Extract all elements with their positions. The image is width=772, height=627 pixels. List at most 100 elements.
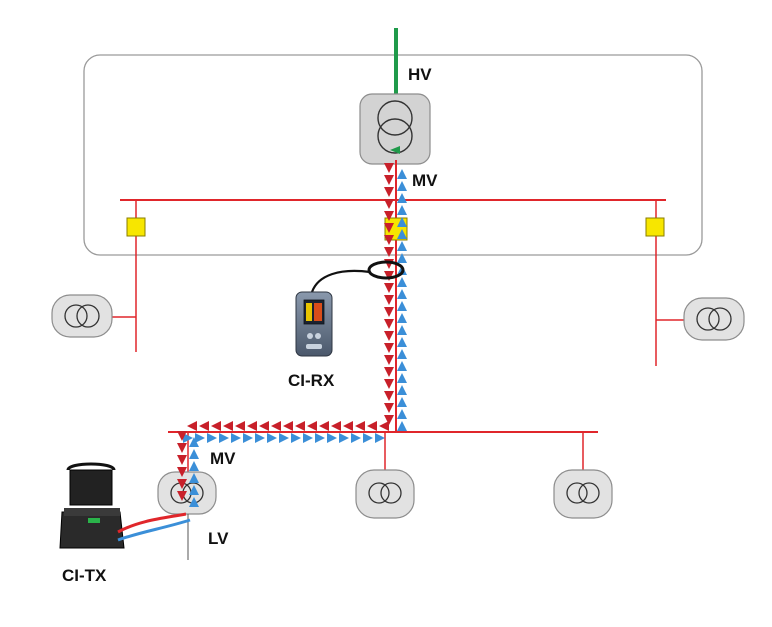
blue-arrow-mark — [363, 433, 373, 443]
blue-arrow-mark — [397, 289, 407, 299]
red-arrow-mark — [187, 421, 197, 431]
main-transformer — [359, 93, 431, 165]
red-arrow-mark — [384, 379, 394, 389]
red-arrow-mark — [384, 319, 394, 329]
ci-tx-transmitter — [59, 462, 125, 549]
red-arrow-mark — [384, 295, 394, 305]
red-arrow-mark — [384, 391, 394, 401]
red-arrow-mark — [384, 355, 394, 365]
red-arrow-mark — [384, 211, 394, 221]
red-arrow-mark — [384, 235, 394, 245]
blue-arrow-mark — [219, 433, 229, 443]
red-arrow-mark — [384, 331, 394, 341]
blue-test-cable — [117, 518, 191, 542]
red-arrow-mark — [384, 175, 394, 185]
blue-arrow-mark — [255, 433, 265, 443]
ci-rx-label: CI-RX — [288, 371, 335, 390]
blue-arrow-mark — [267, 433, 277, 443]
blue-arrow-mark — [195, 433, 205, 443]
switch-left — [126, 217, 146, 237]
blue-arrow-mark — [397, 409, 407, 419]
red-arrow-mark — [355, 421, 365, 431]
red-arrow-mark — [384, 247, 394, 257]
blue-arrow-mark — [397, 229, 407, 239]
transformer-bottom-right — [553, 469, 613, 519]
blue-arrow-mark — [397, 421, 407, 431]
red-arrow-mark — [259, 421, 269, 431]
red-arrow-mark — [384, 367, 394, 377]
blue-arrow-mark — [397, 253, 407, 263]
blue-arrow-mark — [397, 361, 407, 371]
blue-arrow-mark — [183, 433, 193, 443]
red-arrow-mark — [379, 421, 389, 431]
red-arrow-mark — [384, 307, 394, 317]
ci-tx-label: CI-TX — [62, 566, 107, 585]
red-arrow-mark — [384, 403, 394, 413]
blue-arrow-mark — [243, 433, 253, 443]
hv-label: HV — [408, 65, 432, 84]
blue-arrow-mark — [279, 433, 289, 443]
red-arrow-mark — [177, 455, 187, 465]
red-arrow-mark — [199, 421, 209, 431]
transformer-right — [683, 297, 745, 341]
red-arrow-mark — [384, 223, 394, 233]
red-arrow-mark — [177, 479, 187, 489]
blue-arrow-mark — [397, 241, 407, 251]
blue-arrow-mark — [397, 181, 407, 191]
red-arrow-mark — [384, 283, 394, 293]
red-arrow-mark — [211, 421, 221, 431]
blue-arrow-mark — [207, 433, 217, 443]
blue-arrow-mark — [397, 385, 407, 395]
transformer-bottom-middle — [355, 469, 415, 519]
lv-label: LV — [208, 529, 229, 548]
red-arrow-mark — [343, 421, 353, 431]
blue-arrow-mark — [291, 433, 301, 443]
red-arrow-mark — [235, 421, 245, 431]
blue-arrow-mark — [303, 433, 313, 443]
blue-arrow-mark — [189, 461, 199, 471]
blue-arrow-mark — [189, 473, 199, 483]
signal-arrows — [177, 163, 407, 507]
blue-arrow-mark — [189, 449, 199, 459]
red-arrow-mark — [384, 415, 394, 425]
mv-bottom-label: MV — [210, 449, 236, 468]
ci-rx-receiver — [295, 291, 333, 357]
blue-arrow-mark — [189, 437, 199, 447]
red-arrow-mark — [384, 343, 394, 353]
blue-arrow-mark — [397, 217, 407, 227]
red-arrow-mark — [384, 199, 394, 209]
red-arrow-mark — [384, 163, 394, 173]
blue-arrow-mark — [397, 337, 407, 347]
blue-arrow-mark — [189, 485, 199, 495]
red-arrow-mark — [271, 421, 281, 431]
red-test-cable — [117, 512, 187, 534]
transformer-left — [51, 294, 113, 338]
current-clamp — [310, 260, 405, 293]
transformer-bottom-left — [157, 471, 217, 515]
blue-arrow-mark — [189, 497, 199, 507]
blue-arrow-mark — [397, 349, 407, 359]
red-arrow-mark — [331, 421, 341, 431]
blue-arrow-mark — [397, 301, 407, 311]
blue-arrow-mark — [397, 313, 407, 323]
blue-arrow-mark — [315, 433, 325, 443]
blue-arrow-mark — [397, 397, 407, 407]
red-arrow-mark — [384, 187, 394, 197]
red-arrow-mark — [177, 443, 187, 453]
blue-arrow-mark — [397, 193, 407, 203]
blue-arrow-mark — [339, 433, 349, 443]
red-arrow-mark — [247, 421, 257, 431]
blue-arrow-mark — [397, 373, 407, 383]
red-arrow-mark — [177, 431, 187, 441]
blue-arrow-mark — [327, 433, 337, 443]
red-arrow-mark — [319, 421, 329, 431]
red-arrow-mark — [177, 491, 187, 501]
red-arrow-mark — [177, 467, 187, 477]
blue-arrow-mark — [397, 325, 407, 335]
mv-top-label: MV — [412, 171, 438, 190]
blue-arrow-mark — [375, 433, 385, 443]
switch-right — [645, 217, 665, 237]
green-signal-marker — [390, 146, 400, 154]
red-arrow-mark — [283, 421, 293, 431]
